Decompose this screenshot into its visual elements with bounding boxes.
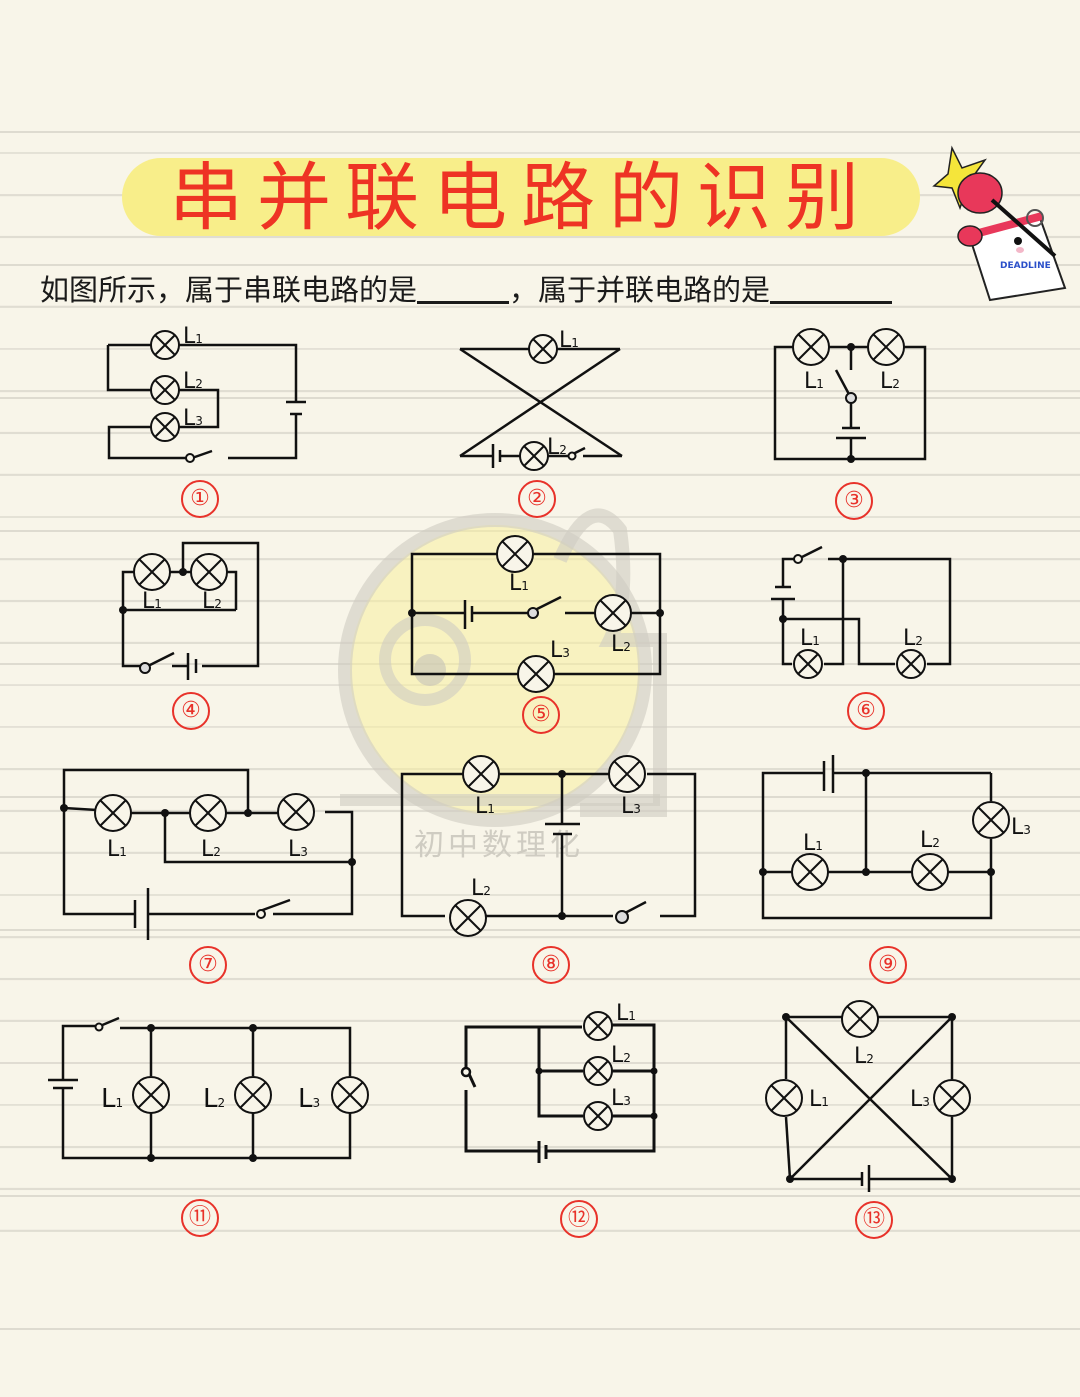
circuit-8: L1 L2 L3 — [395, 755, 705, 949]
lamp-label-l3: L3 — [1011, 815, 1031, 840]
circuit-1: L1 L2 L3 — [100, 324, 320, 474]
lamp-label-l1: L1 — [809, 1087, 829, 1112]
circuit-4-diagram: L1 L2 — [119, 541, 260, 680]
circuit-13: L2 L1 L3 — [765, 1000, 975, 1194]
circuit-number-2: ② — [518, 480, 556, 518]
lamp-label-l2: L2 — [854, 1044, 874, 1069]
sticker-text: DEADLINE — [1000, 261, 1051, 271]
lamp-label-l2: L2 — [611, 632, 631, 657]
circuit-number-12: ⑫ — [560, 1200, 598, 1238]
circuit-2: L1 L2 — [455, 328, 635, 474]
lamp-label-l1: L1 — [559, 328, 579, 353]
circuit-8-diagram: L1 L2 L3 — [400, 755, 697, 937]
lamp-label-l2: L2 — [183, 369, 203, 394]
lamp-label-l1: L1 — [142, 589, 162, 614]
question-prefix: 如图所示，属于串联电路的是 — [40, 273, 418, 307]
lamp-label-l2: L2 — [547, 435, 567, 460]
circuit-3: L1 L2 — [770, 328, 940, 474]
circuit-number-8: ⑧ — [532, 946, 570, 984]
lamp-label-l2: L2 — [611, 1043, 631, 1068]
lamp-label-l1: L1 — [101, 1084, 123, 1114]
lamp-label-l2: L2 — [920, 828, 940, 853]
circuit-number-7: ⑦ — [189, 946, 227, 984]
circuit-4: L1 L2 — [110, 535, 270, 689]
circuit-12-diagram: L1 L2 L3 — [460, 1001, 658, 1163]
circuit-11: L1 L2 L3 — [40, 1010, 380, 1174]
page-title: 串并联电路的识别 — [169, 155, 873, 241]
thumbs-up-face-icon — [338, 508, 667, 827]
circuit-7-diagram: L1 L2 L3 — [60, 768, 356, 940]
series-answer-blank[interactable] — [417, 271, 510, 304]
circuit-number-5: ⑤ — [522, 696, 560, 734]
circuit-number-13: ⑬ — [855, 1201, 893, 1239]
lamp-label-l2: L2 — [880, 369, 900, 394]
boxing-glove-calendar-icon: DEADLINE — [932, 145, 1067, 302]
lamp-label-l3: L3 — [910, 1087, 930, 1112]
lamp-label-l1: L1 — [803, 831, 823, 856]
question-middle: ，属于并联电路的是 — [509, 273, 771, 307]
circuit-12: L1 L2 L3 — [455, 1001, 665, 1169]
circuit-number-6: ⑥ — [847, 692, 885, 730]
circuit-number-4: ④ — [172, 692, 210, 730]
circuit-5: L1 L2 L3 — [405, 535, 675, 704]
lamp-label-l2: L2 — [203, 1084, 225, 1114]
lamp-label-l1: L1 — [804, 369, 824, 394]
circuit-5-diagram: L1 L2 L3 — [408, 535, 664, 693]
lamp-label-l1: L1 — [509, 571, 529, 596]
lamp-label-l2: L2 — [471, 876, 491, 901]
lamp-label-l1: L1 — [800, 626, 820, 651]
circuit-6-diagram: L1 L2 — [771, 545, 952, 679]
circuit-number-3: ③ — [835, 482, 873, 520]
title-banner: 串并联电路的识别 — [122, 148, 920, 241]
lamp-label-l1: L1 — [475, 794, 495, 819]
circuit-number-9: ⑨ — [869, 946, 907, 984]
question-line: 如图所示，属于串联电路的是 ，属于并联电路的是 — [40, 268, 1030, 312]
circuit-number-1: ① — [181, 480, 219, 518]
circuit-7: L1 L2 L3 — [55, 760, 365, 944]
watermark-text: 初中数理化 — [414, 828, 584, 863]
circuit-9-diagram: L1 L2 L3 — [759, 755, 1031, 920]
parallel-answer-blank[interactable] — [770, 271, 893, 304]
lamp-label-l2: L2 — [903, 626, 923, 651]
title-highlight — [122, 158, 920, 236]
circuit-6: L1 L2 — [765, 535, 965, 689]
circuit-1-diagram: L1 L2 L3 — [106, 324, 306, 463]
lamp-label-l3: L3 — [550, 638, 570, 663]
circuit-2-diagram: L1 L2 — [459, 328, 623, 471]
lamp-label-l3: L3 — [288, 837, 308, 862]
lamp-label-l1: L1 — [107, 837, 127, 862]
lamp-label-l3: L3 — [621, 794, 641, 819]
lamp-label-l2: L2 — [202, 589, 222, 614]
circuit-number-11: ⑪ — [181, 1199, 219, 1237]
lamp-label-l2: L2 — [201, 837, 221, 862]
lamp-label-l3: L3 — [611, 1086, 631, 1111]
lamp-label-l1: L1 — [616, 1001, 636, 1026]
circuit-3-diagram: L1 L2 — [773, 328, 927, 463]
circuit-11-diagram: L1 L2 L3 — [48, 1016, 369, 1162]
lamp-label-l3: L3 — [183, 406, 203, 431]
circuit-13-diagram: L2 L1 L3 — [765, 1000, 971, 1192]
circuit-9: L1 L2 L3 — [758, 755, 1038, 939]
lamp-label-l3: L3 — [298, 1084, 320, 1114]
